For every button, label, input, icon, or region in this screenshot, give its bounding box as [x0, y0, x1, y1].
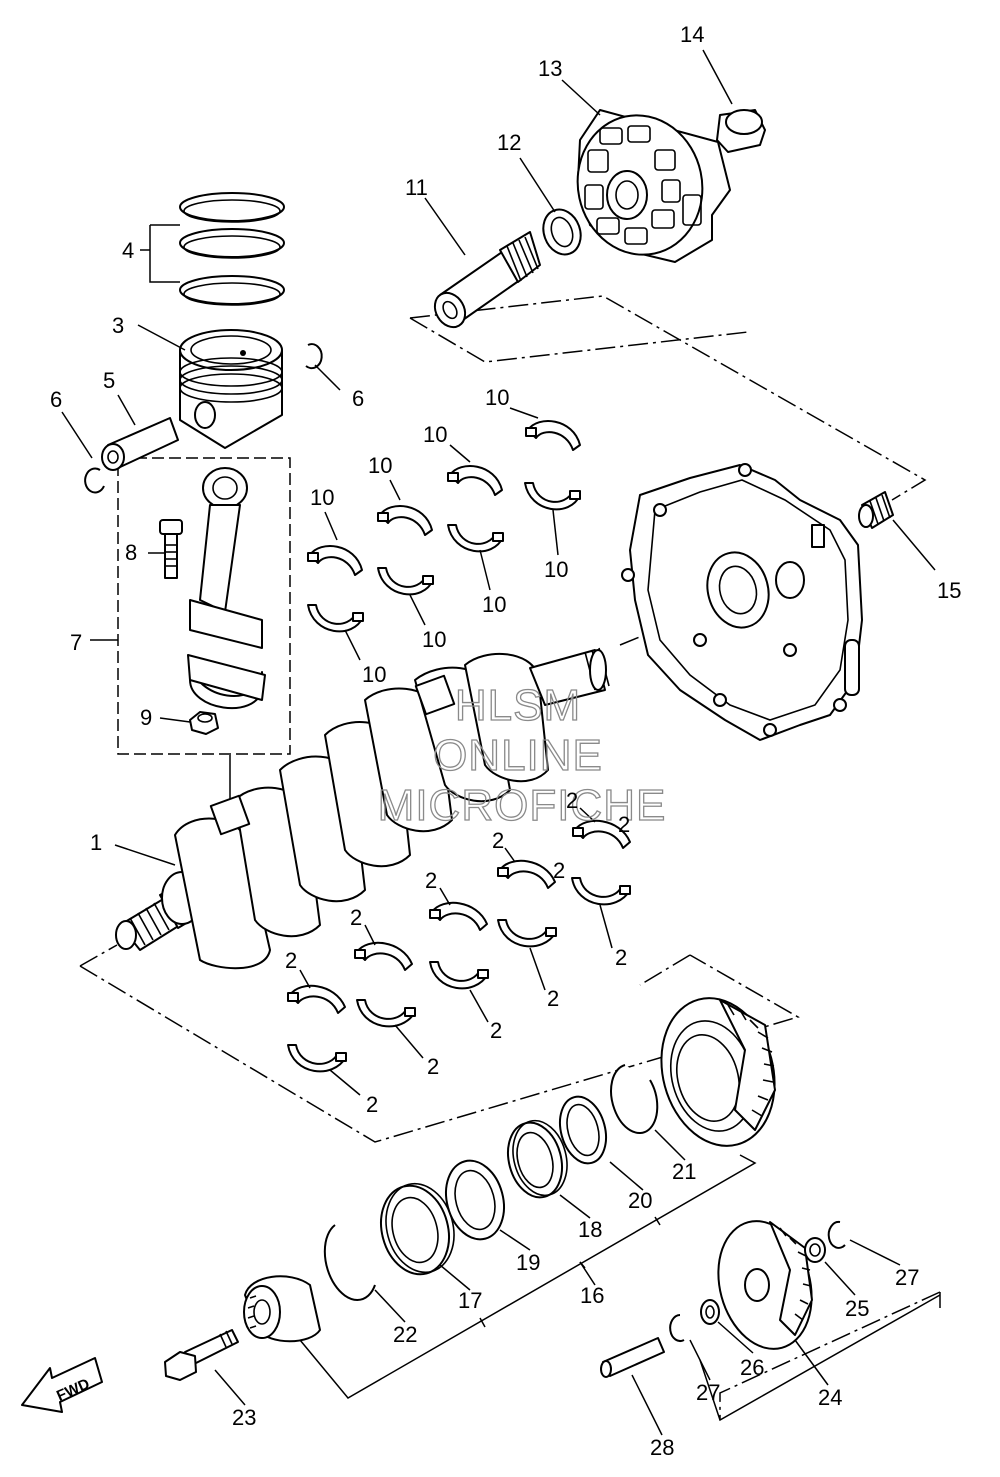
part-17-ball-bearing: [380, 1182, 455, 1276]
part-11-shaft: [433, 231, 541, 329]
part-7-connecting-rod: [187, 467, 266, 710]
callout-27: 27: [895, 1265, 919, 1290]
part-28-pin: [600, 1337, 665, 1378]
callout-10: 10: [485, 385, 509, 410]
part-25-bushing: [804, 1237, 826, 1263]
crankcase-housing: [621, 463, 863, 741]
part-3-piston: [179, 329, 283, 449]
callout-12: 12: [497, 130, 521, 155]
callout-16: 16: [580, 1283, 604, 1308]
callout-6: 6: [50, 387, 62, 412]
callout-22: 22: [393, 1322, 417, 1347]
part-24-gear: [717, 1220, 813, 1350]
callout-14: 14: [680, 22, 704, 47]
callout-10: 10: [422, 627, 446, 652]
fwd-arrow-icon: FWD: [21, 1357, 103, 1413]
callout-2: 2: [490, 1018, 502, 1043]
callout-10: 10: [423, 422, 447, 447]
callout-3: 3: [112, 313, 124, 338]
callout-21: 21: [672, 1159, 696, 1184]
part-14-plug: [716, 109, 766, 153]
callout-2: 2: [350, 905, 362, 930]
callout-8: 8: [125, 540, 137, 565]
callout-20: 20: [628, 1188, 652, 1213]
part-27-clips: [669, 1220, 846, 1342]
part-12-seal: [542, 208, 582, 256]
callout-labels: 1 2 2 2 2 2 2 2 2 2 2 2 2 3 4 5 6 6 7 8 …: [50, 22, 961, 1460]
part-13-coupling-plate: [576, 109, 731, 263]
callout-7: 7: [70, 630, 82, 655]
callout-2: 2: [618, 812, 630, 837]
callout-23: 23: [232, 1405, 256, 1430]
watermark-line-3: MICROFICHE: [378, 781, 667, 830]
part-21-circlip: [610, 1064, 659, 1134]
callout-26: 26: [740, 1355, 764, 1380]
callout-2: 2: [425, 868, 437, 893]
part-19-ring: [445, 1159, 505, 1241]
callout-2: 2: [366, 1092, 378, 1117]
callout-17: 17: [458, 1288, 482, 1313]
callout-27: 27: [696, 1380, 720, 1405]
callout-2: 2: [427, 1054, 439, 1079]
callout-1: 1: [90, 830, 102, 855]
leader-lines: [61, 49, 936, 1436]
part-4-piston-rings: [179, 192, 285, 306]
callout-28: 28: [650, 1435, 674, 1460]
part-26-washer: [700, 1299, 720, 1325]
callout-19: 19: [516, 1250, 540, 1275]
part-20-washer: [558, 1095, 608, 1165]
part-5-piston-pin: [101, 417, 179, 471]
callout-10: 10: [310, 485, 334, 510]
callout-11: 11: [405, 175, 428, 200]
callout-2: 2: [285, 948, 297, 973]
callout-9: 9: [140, 705, 152, 730]
part-16-drive-hub: [243, 1275, 321, 1343]
callout-10: 10: [482, 592, 506, 617]
callout-18: 18: [578, 1217, 602, 1242]
callout-5: 5: [103, 368, 115, 393]
callout-10: 10: [368, 453, 392, 478]
part-8-rod-bolt: [159, 519, 183, 579]
callout-2: 2: [566, 788, 578, 813]
callout-10: 10: [362, 662, 386, 687]
callout-4: 4: [122, 238, 134, 263]
connecting-rod-assembly-box: [117, 457, 291, 755]
watermark-line-2: ONLINE: [433, 731, 603, 780]
part-23-bolt: [164, 1329, 239, 1381]
part-1-crankshaft: [115, 647, 610, 970]
part-15-plug: [858, 491, 894, 529]
callout-2: 2: [547, 986, 559, 1011]
brackets: [299, 1154, 941, 1422]
callout-2: 2: [553, 858, 565, 883]
part-22-circlip: [323, 1224, 376, 1301]
callout-2: 2: [492, 828, 504, 853]
part-18-needle-bearing: [507, 1119, 568, 1199]
part-10-bearings: [307, 420, 581, 633]
callout-25: 25: [845, 1296, 869, 1321]
callout-24: 24: [818, 1385, 842, 1410]
part-6-clips: [84, 343, 323, 494]
callout-6: 6: [352, 386, 364, 411]
callout-15: 15: [937, 578, 961, 603]
part-21-starter-gear: [660, 997, 776, 1147]
callout-2: 2: [615, 945, 627, 970]
watermark-line-1: HLSM: [455, 681, 581, 730]
part-2-main-bearings: [287, 819, 631, 1073]
part-9-rod-nut: [189, 711, 219, 735]
callout-10: 10: [544, 557, 568, 582]
watermark: HLSM ONLINE MICROFICHE: [377, 680, 667, 830]
callout-13: 13: [538, 56, 562, 81]
